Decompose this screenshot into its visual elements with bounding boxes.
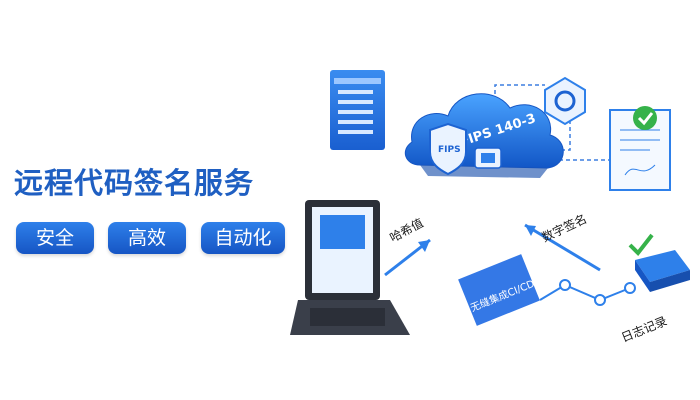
gear-icon	[544, 76, 586, 126]
log-label: 日志记录	[619, 314, 669, 345]
signature-arrow	[524, 223, 601, 272]
check-badge-icon	[633, 106, 657, 130]
signature-label: 数字签名	[539, 211, 589, 245]
chip-icon	[474, 147, 502, 169]
laptop-icon	[290, 200, 410, 335]
device-check-icon	[628, 233, 654, 257]
signing-flow-illustration: FIPS 140-3 FIPS	[290, 70, 690, 345]
tag-efficiency: 高效	[108, 222, 186, 254]
tag-security: 安全	[16, 222, 94, 254]
cicd-panel	[458, 254, 540, 326]
hash-label: 哈希值	[387, 215, 426, 245]
hsm-device-icon	[635, 250, 690, 292]
hash-arrow	[384, 238, 431, 277]
pipeline-nodes	[539, 279, 636, 306]
shield-icon	[429, 122, 467, 176]
tag-automation: 自动化	[201, 222, 285, 254]
checklist-card	[330, 70, 385, 150]
shield-label: FIPS	[438, 145, 461, 155]
page-title: 远程代码签名服务	[14, 166, 255, 200]
